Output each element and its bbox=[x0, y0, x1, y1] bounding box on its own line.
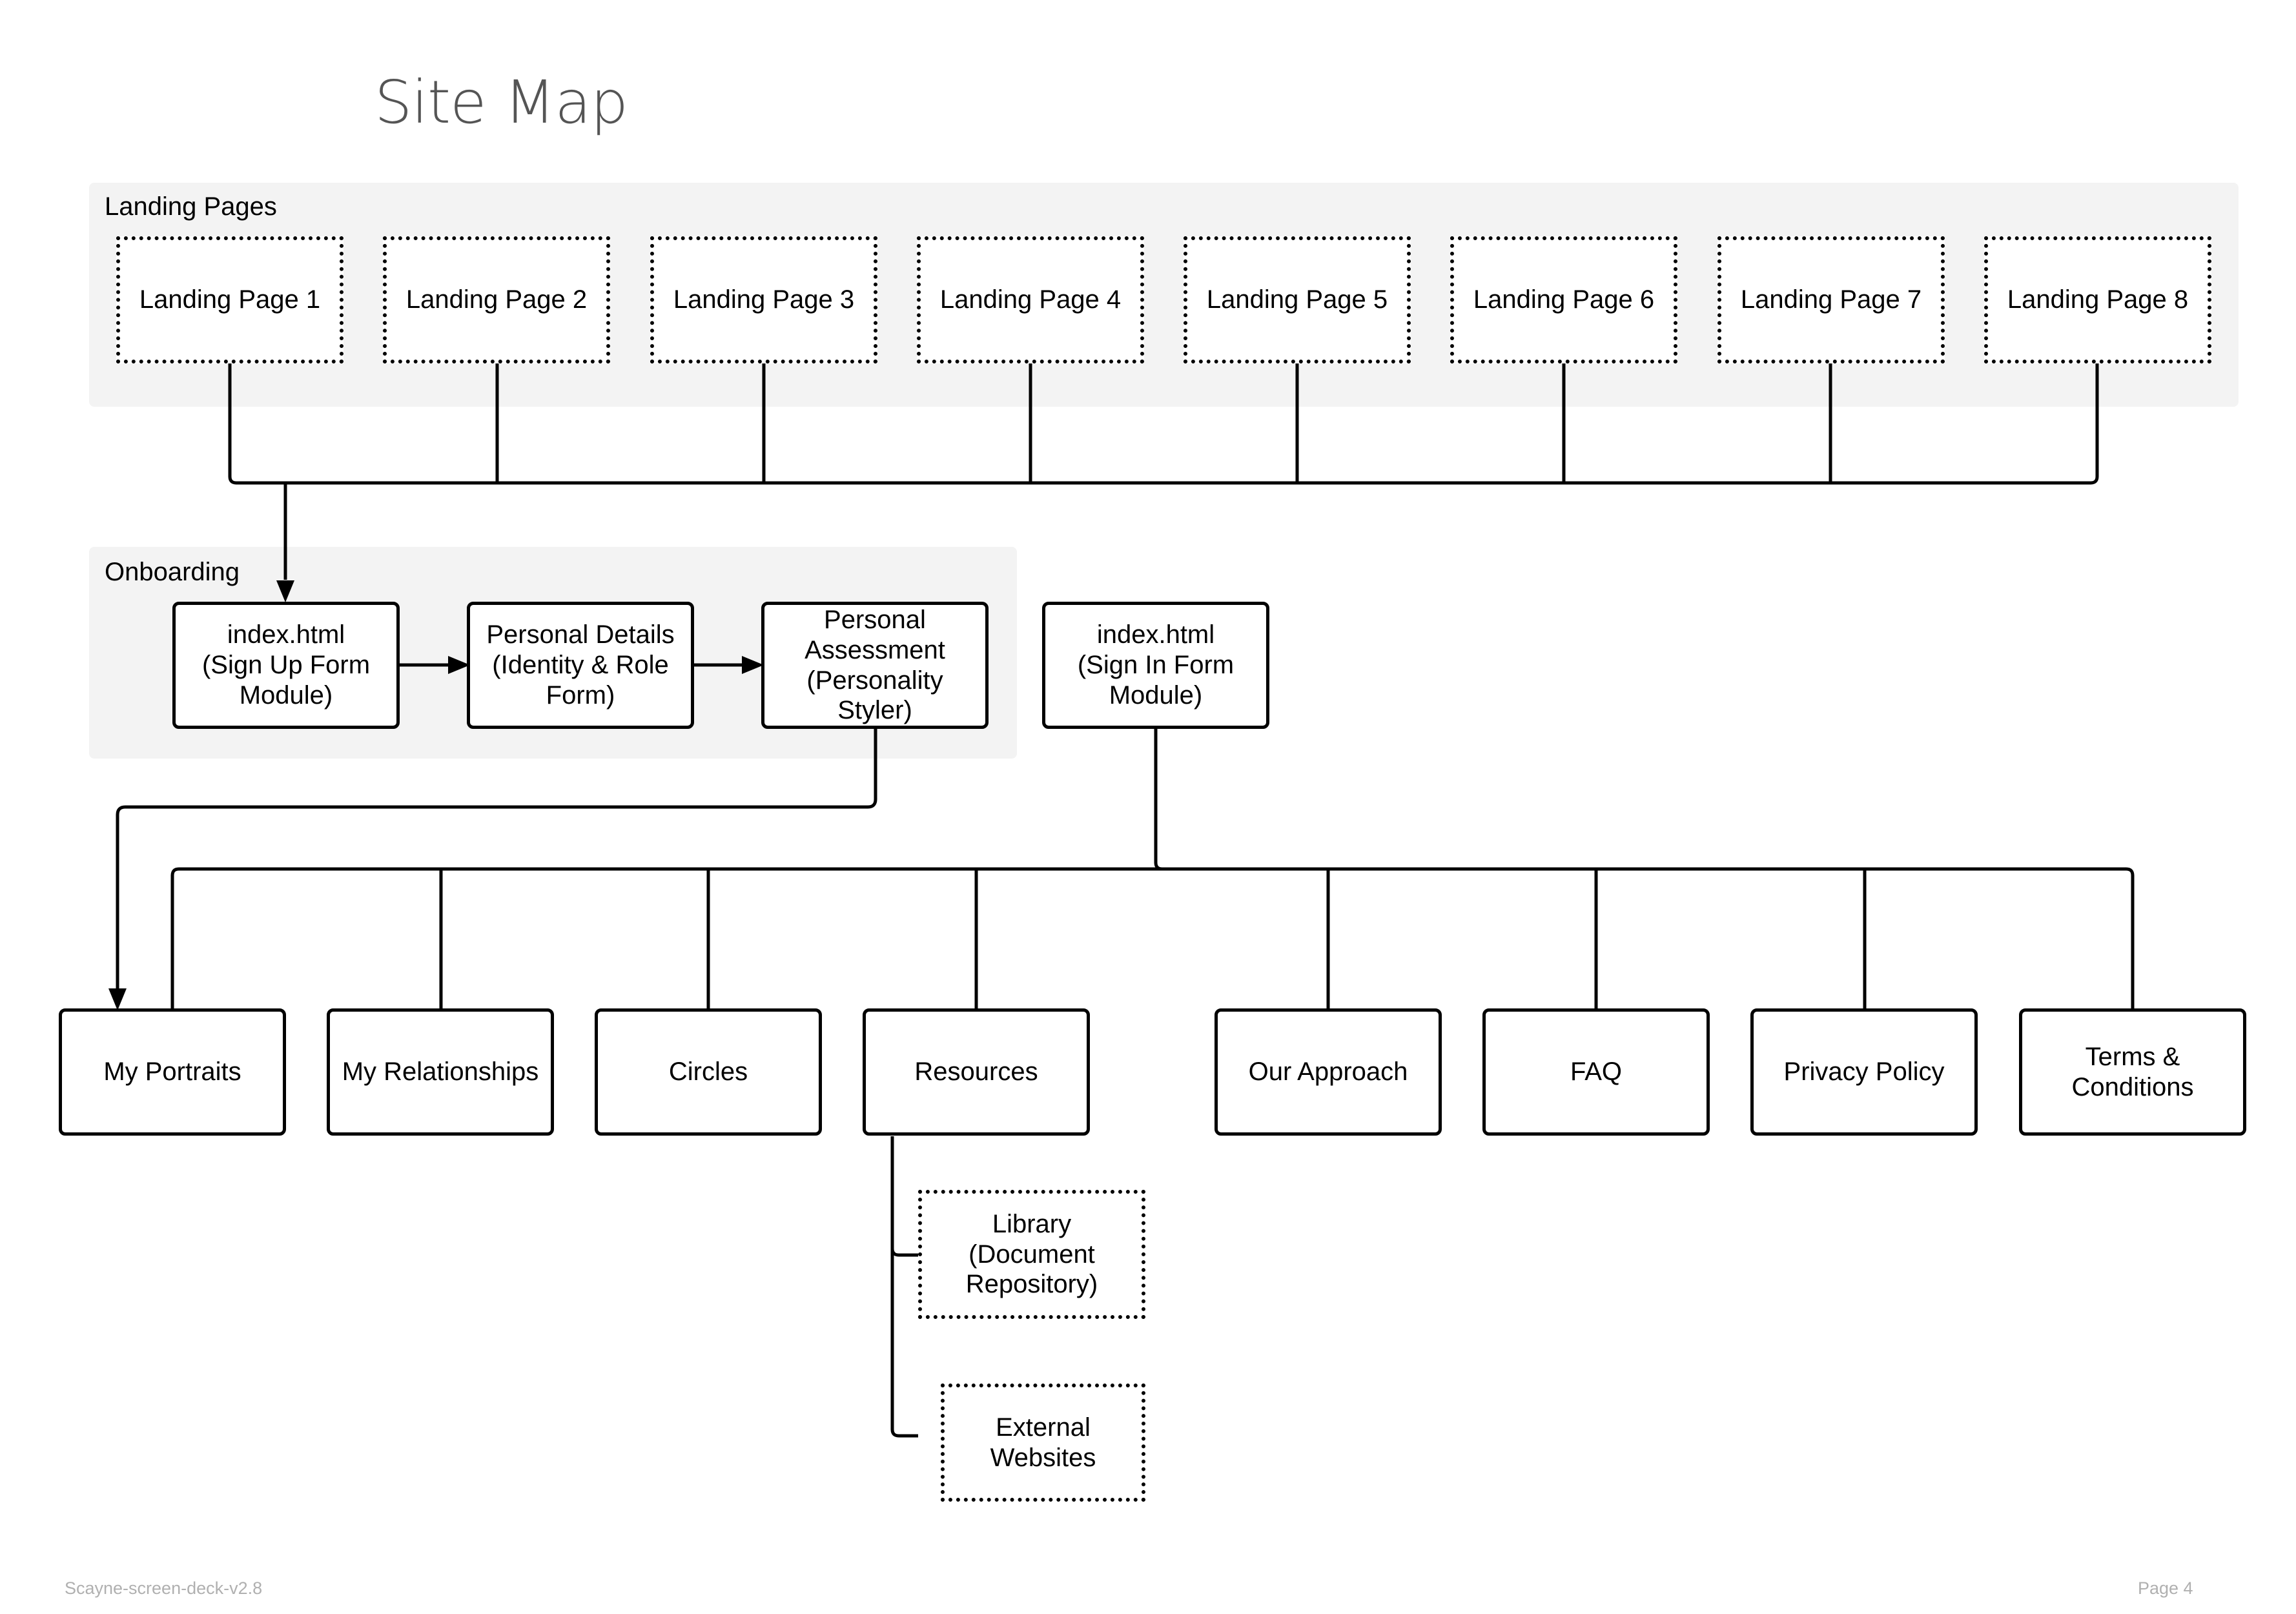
landing-page-2: Landing Page 2 bbox=[383, 236, 610, 363]
page-my-relationships: My Relationships bbox=[327, 1008, 554, 1136]
footer-page-number: Page 4 bbox=[2138, 1578, 2193, 1598]
landing-page-5: Landing Page 5 bbox=[1184, 236, 1411, 363]
signup-form-module: index.html (Sign Up Form Module) bbox=[172, 602, 400, 729]
signin-to-bus-line bbox=[1154, 728, 1163, 871]
page-privacy-policy: Privacy Policy bbox=[1750, 1008, 1978, 1136]
landing-pages-group-label: Landing Pages bbox=[105, 192, 277, 221]
footer-document-name: Scayne-screen-deck-v2.8 bbox=[65, 1578, 263, 1598]
personal-assessment: Personal Assessment (Personality Styler) bbox=[761, 602, 989, 729]
page-title: Site Map bbox=[374, 68, 628, 137]
page-resources: Resources bbox=[863, 1008, 1090, 1136]
assessment-to-portraits-line bbox=[116, 728, 877, 989]
resource-library: Library (Document Repository) bbox=[918, 1190, 1145, 1319]
page-my-portraits: My Portraits bbox=[59, 1008, 286, 1136]
bus-to-signup-arrowhead bbox=[276, 580, 294, 602]
page-our-approach: Our Approach bbox=[1215, 1008, 1442, 1136]
signup-to-details-arrowhead bbox=[448, 656, 470, 674]
resource-external-websites: External Websites bbox=[941, 1384, 1145, 1502]
personal-details-form: Personal Details (Identity & Role Form) bbox=[467, 602, 694, 729]
page-circles: Circles bbox=[595, 1008, 822, 1136]
landing-page-8: Landing Page 8 bbox=[1984, 236, 2211, 363]
landing-page-3: Landing Page 3 bbox=[650, 236, 877, 363]
landing-page-1: Landing Page 1 bbox=[116, 236, 343, 363]
resources-to-library-line bbox=[890, 1248, 918, 1257]
landing-page-7: Landing Page 7 bbox=[1717, 236, 1945, 363]
landing-page-4: Landing Page 4 bbox=[917, 236, 1144, 363]
landing-page-6: Landing Page 6 bbox=[1450, 236, 1677, 363]
landing-bus-line bbox=[228, 363, 2099, 485]
main-bus-line bbox=[170, 867, 2135, 1010]
details-to-assessment-arrowhead bbox=[742, 656, 764, 674]
onboarding-group-label: Onboarding bbox=[105, 558, 240, 586]
signin-form-module: index.html (Sign In Form Module) bbox=[1042, 602, 1269, 729]
resources-children-trunk bbox=[890, 1136, 918, 1438]
page-faq: FAQ bbox=[1482, 1008, 1710, 1136]
page-terms-conditions: Terms & Conditions bbox=[2019, 1008, 2246, 1136]
assessment-to-portraits-arrowhead bbox=[108, 988, 127, 1010]
